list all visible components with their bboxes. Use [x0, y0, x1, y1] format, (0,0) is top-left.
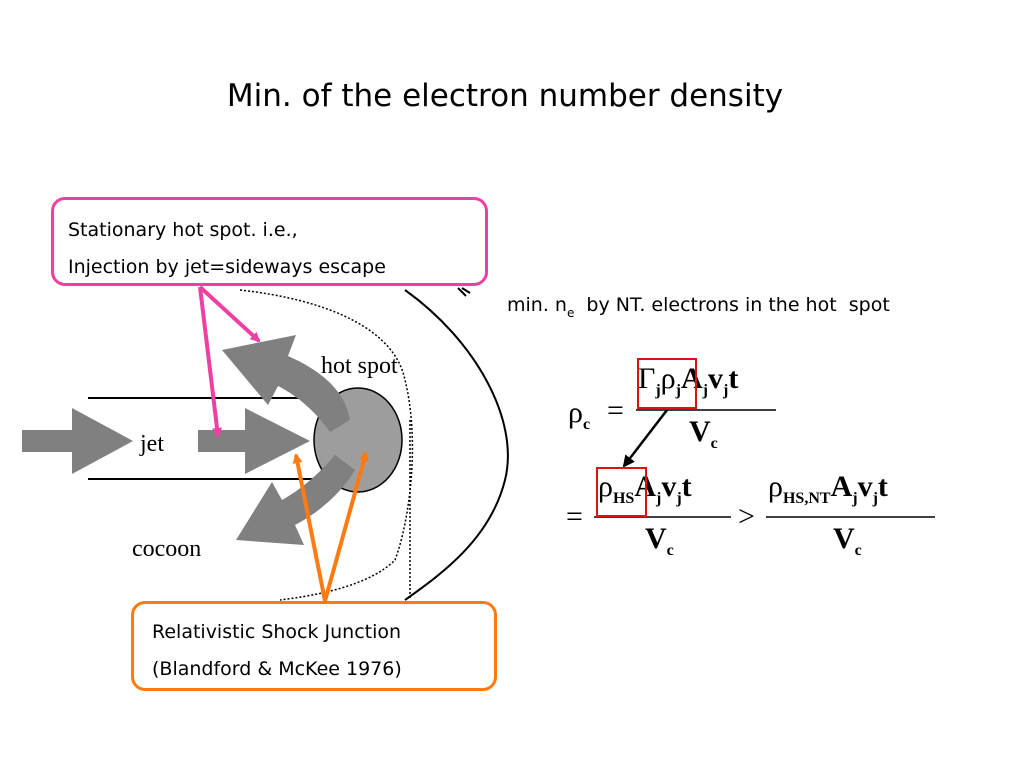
rho-j-symbol: ρ [660, 362, 676, 395]
stationary-hotspot-callout: Stationary hot spot. i.e., Injection by … [51, 197, 488, 286]
V3-symbol: V [833, 522, 855, 555]
v3-sub: j [872, 490, 878, 507]
denominator-3: Vc [833, 522, 862, 559]
gamma-rho-highlight-box [637, 358, 697, 409]
V3-sub: c [854, 542, 862, 559]
slide-title: Min. of the electron number density [226, 78, 784, 114]
V2-symbol: V [645, 522, 667, 555]
v3-symbol: v [857, 470, 873, 503]
t2-symbol: t [681, 470, 692, 503]
callout-bottom-line-1: Relativistic Shock Junction [152, 621, 402, 643]
hot-spot-label: hot spot [321, 353, 398, 379]
rho-j-sub: j [675, 382, 681, 399]
callout-top-line-1: Stationary hot spot. i.e., [68, 219, 298, 241]
A-symbol: A [680, 362, 703, 395]
jet-inflow-arrow-left [22, 408, 133, 474]
jet-label: jet [140, 431, 164, 457]
v-symbol: v [707, 362, 723, 395]
denominator-1: Vc [689, 415, 718, 452]
rho-symbol: ρ [568, 396, 583, 429]
callout-bottom-line-2: (Blandford & McKee 1976) [152, 658, 402, 680]
cocoon-dotted-boundary [239, 289, 414, 601]
pink-pointer-to-backflow [198, 285, 261, 343]
side-note-prefix: min. n [507, 294, 567, 316]
equation-link-arrow [622, 409, 668, 468]
side-note-sub: e [566, 306, 575, 320]
t3-symbol: t [877, 470, 888, 503]
side-note: min. ne by NT. electrons in the hot spot [507, 294, 890, 320]
v2-symbol: v [661, 470, 677, 503]
rho-hsnt-sub: HS,NT [782, 490, 831, 507]
greater-than: > [738, 500, 755, 533]
callout-top-line-2: Injection by jet=sideways escape [68, 256, 386, 278]
A2-sub: j [656, 490, 662, 507]
jet-inflow-arrow-right [198, 408, 310, 474]
cocoon-outer-boundary [404, 289, 509, 601]
orange-pointer-to-shock-right [323, 451, 369, 602]
gamma-sub: j [655, 382, 661, 399]
pink-pointer-to-jet [198, 286, 223, 438]
numerator-3: ρHS,NTAjvjt [768, 470, 888, 507]
cocoon-mark [457, 287, 471, 297]
rho-hs-highlight-box [596, 467, 647, 517]
A3-sub: j [852, 490, 858, 507]
numerator-1: ΓjρjAjvjt [638, 362, 739, 399]
backflow-arrow-lower [236, 455, 355, 545]
A-sub: j [702, 382, 708, 399]
rho-hsnt-symbol: ρ [768, 470, 783, 503]
A3-symbol: A [830, 470, 853, 503]
v2-sub: j [676, 490, 682, 507]
V-sub: c [710, 435, 718, 452]
rho-hs-symbol: ρ [598, 470, 613, 503]
v-sub: j [722, 382, 729, 399]
cocoon-label: cocoon [132, 536, 202, 562]
rho-c-subscript: c [582, 416, 591, 433]
gamma-symbol: Γ [638, 362, 656, 395]
equals-2: = [566, 500, 583, 533]
shock-junction-callout: Relativistic Shock Junction (Blandford &… [131, 601, 497, 691]
backflow-arrow-upper [222, 335, 350, 432]
rho-c-lhs: ρc [568, 396, 591, 433]
V-symbol: V [689, 415, 711, 448]
V2-sub: c [666, 542, 674, 559]
rho-hs-sub: HS [612, 490, 635, 507]
denominator-2: Vc [645, 522, 674, 559]
t-symbol: t [728, 362, 739, 395]
orange-pointer-to-shock-left [292, 453, 327, 602]
side-note-suffix: by NT. electrons in the hot spot [574, 294, 890, 316]
equals-1: = [607, 394, 624, 427]
numerator-2: ρHSAjvjt [598, 470, 692, 507]
